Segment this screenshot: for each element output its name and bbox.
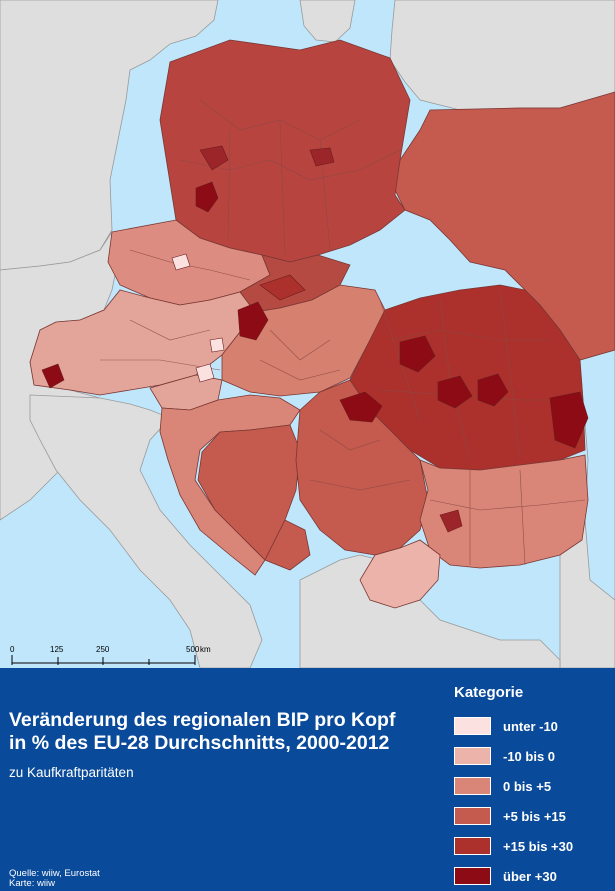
- legend-item-6: über +30: [454, 867, 557, 885]
- legend-label-2: -10 bis 0: [503, 748, 556, 764]
- legend-swatch-5: [454, 837, 491, 855]
- choropleth-map: 0 125 250 500 km: [0, 0, 615, 668]
- scale-bar: 0 125 250 500 km: [10, 645, 211, 665]
- legend-item-5: +15 bis +30: [454, 837, 573, 855]
- source-text: Quelle: wiiw, Eurostat: [9, 868, 100, 879]
- legend-label-1: unter -10: [503, 718, 558, 734]
- legend-item-4: +5 bis +15: [454, 807, 566, 825]
- scale-tick-125: 125: [50, 645, 64, 654]
- legend-swatch-4: [454, 807, 491, 825]
- legend-swatch-3: [454, 777, 491, 795]
- country-bulgaria: [419, 454, 589, 569]
- scale-tick-250: 250: [96, 645, 110, 654]
- map-title-line-2: in % des EU-28 Durchschnitts, 2000-2012: [9, 732, 390, 754]
- map-credit-text: Karte: wiiw: [9, 878, 55, 889]
- legend-panel: Veränderung des regionalen BIP pro Kopf …: [0, 668, 615, 891]
- country-poland: [159, 39, 411, 263]
- legend-title: Kategorie: [454, 684, 524, 701]
- legend-swatch-2: [454, 747, 491, 765]
- land-baltic: [389, 0, 615, 111]
- map-title: Veränderung des regionalen BIP pro Kopf …: [9, 709, 449, 755]
- map-title-line-1: Veränderung des regionalen BIP pro Kopf: [9, 709, 396, 731]
- source-credit: Quelle: wiiw, Eurostat Karte: wiiw: [9, 869, 100, 889]
- scale-tick-500: 500: [186, 645, 200, 654]
- country-croatia: [159, 394, 301, 576]
- legend-label-6: über +30: [503, 868, 557, 884]
- legend-swatch-1: [454, 717, 491, 735]
- map-subtitle: zu Kaufkraftparitäten: [9, 765, 134, 780]
- country-north-macedonia: [359, 539, 441, 609]
- region-borders: [100, 99, 586, 566]
- scale-tick-0: 0: [10, 645, 15, 654]
- legend-label-3: 0 bis +5: [503, 778, 552, 794]
- legend-item-3: 0 bis +5: [454, 777, 551, 795]
- legend-label-5: +15 bis +30: [503, 838, 574, 854]
- scale-unit: km: [200, 645, 211, 654]
- legend-item-2: -10 bis 0: [454, 747, 555, 765]
- legend-item-1: unter -10: [454, 717, 558, 735]
- highlighted-regions: [41, 145, 589, 533]
- legend-label-4: +5 bis +15: [503, 808, 566, 824]
- country-montenegro: [264, 519, 311, 571]
- legend-swatch-6: [454, 867, 491, 885]
